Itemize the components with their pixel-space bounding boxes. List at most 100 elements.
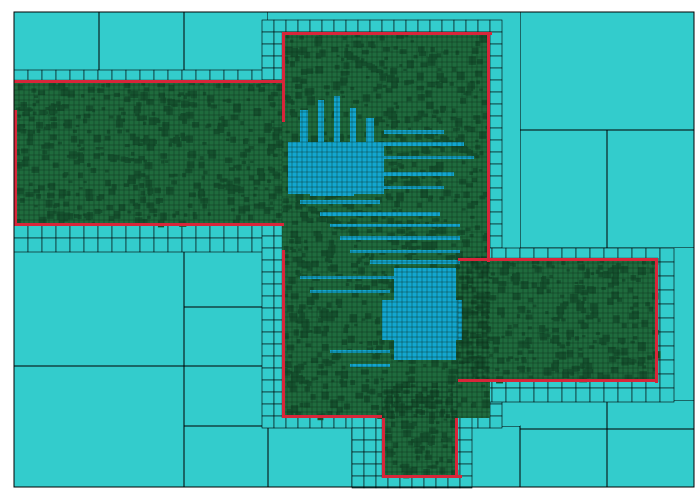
fine-patch	[340, 381, 346, 388]
fine-patch	[440, 106, 446, 111]
boundary-cell	[342, 32, 347, 35]
fine-patch	[200, 156, 203, 160]
fine-patch	[435, 165, 443, 172]
boundary-cell	[312, 415, 317, 418]
fine-patch	[432, 115, 436, 118]
fine-patch	[506, 358, 510, 361]
boundary-cell	[119, 223, 124, 226]
boundary-cell	[194, 223, 199, 226]
fine-patch	[622, 279, 625, 282]
boundary-cell	[487, 252, 490, 257]
fine-patch	[440, 147, 445, 152]
boundary-cell	[487, 112, 490, 117]
fine-patch	[427, 82, 435, 87]
boundary-cell	[655, 278, 658, 283]
fine-patch	[37, 129, 41, 133]
fine-patch	[578, 264, 585, 270]
boundary-cell	[613, 258, 618, 261]
fine-patch	[319, 49, 325, 56]
boundary-cell	[282, 112, 285, 117]
fine-patch	[269, 193, 277, 199]
fine-patch	[55, 165, 59, 167]
fine-patch	[405, 406, 412, 411]
boundary-cell	[179, 80, 184, 83]
boundary-cell	[282, 32, 285, 37]
fine-patch	[107, 130, 110, 134]
fine-patch	[202, 204, 207, 209]
boundary-cell	[79, 223, 84, 226]
transition-cell	[490, 128, 502, 140]
fine-patch	[591, 272, 594, 275]
boundary-cell	[422, 475, 427, 478]
fine-patch	[448, 388, 452, 392]
fine-patch	[561, 318, 565, 321]
transition-cell	[478, 20, 490, 32]
boundary-cell	[655, 368, 658, 373]
fine-patch	[413, 414, 417, 417]
boundary-cell	[282, 385, 285, 390]
fine-patch	[208, 150, 216, 159]
fine-patch	[578, 353, 583, 358]
boundary-cell	[282, 37, 285, 42]
boundary-cell	[578, 379, 583, 382]
boundary-cell	[543, 258, 548, 261]
fine-patch	[395, 405, 403, 411]
fine-patch	[44, 111, 48, 114]
boundary-cell	[478, 258, 483, 261]
fine-patch	[451, 360, 457, 364]
transition-cell	[370, 20, 382, 32]
boundary-cell	[287, 415, 292, 418]
boundary-cell	[229, 223, 234, 226]
boundary-cell	[269, 80, 274, 83]
fine-patch	[371, 254, 374, 258]
fine-patch	[612, 276, 619, 283]
fine-patch	[338, 396, 345, 401]
boundary-cell	[104, 80, 109, 83]
fine-patch	[166, 107, 173, 115]
boundary-cell	[487, 217, 490, 222]
fine-patch	[358, 268, 365, 275]
boundary-cell	[487, 92, 490, 97]
boundary-cell	[487, 157, 490, 162]
fine-patch	[450, 82, 454, 86]
boundary-cell	[287, 32, 292, 35]
fine-patch	[469, 56, 476, 65]
fine-patch	[156, 200, 160, 204]
boundary-cell	[487, 197, 490, 202]
fine-patch	[588, 286, 592, 291]
boundary-cell	[244, 80, 249, 83]
boundary-cell	[477, 32, 482, 35]
boundary-cell	[548, 379, 553, 382]
fine-patch	[428, 437, 435, 445]
coarse-cell	[520, 429, 607, 487]
fine-patch	[415, 409, 422, 414]
pool-cell	[350, 250, 460, 253]
transition-cell	[660, 262, 674, 276]
boundary-cell	[613, 379, 618, 382]
fine-patch	[155, 188, 161, 194]
transition-cell	[490, 164, 502, 176]
fine-patch	[479, 34, 487, 43]
boundary-cell	[24, 223, 29, 226]
fine-patch	[16, 188, 24, 194]
boundary-cell	[462, 32, 467, 35]
boundary-cell	[282, 370, 285, 375]
fine-patch	[450, 393, 453, 396]
fine-patch	[83, 213, 87, 216]
boundary-cell	[229, 80, 234, 83]
transition-cell	[14, 238, 28, 252]
fine-patch	[223, 99, 227, 101]
boundary-cell	[337, 415, 342, 418]
boundary-cell	[104, 223, 109, 226]
fine-patch	[519, 306, 526, 313]
fine-patch	[447, 459, 452, 463]
fine-patch	[141, 156, 145, 159]
fine-patch	[271, 121, 275, 123]
fine-patch	[322, 392, 329, 400]
boundary-cell	[282, 380, 285, 385]
fine-patch	[388, 218, 395, 224]
fine-patch	[64, 119, 72, 128]
transition-cell	[298, 20, 310, 32]
fine-patch	[621, 357, 628, 365]
fine-patch	[395, 397, 401, 402]
